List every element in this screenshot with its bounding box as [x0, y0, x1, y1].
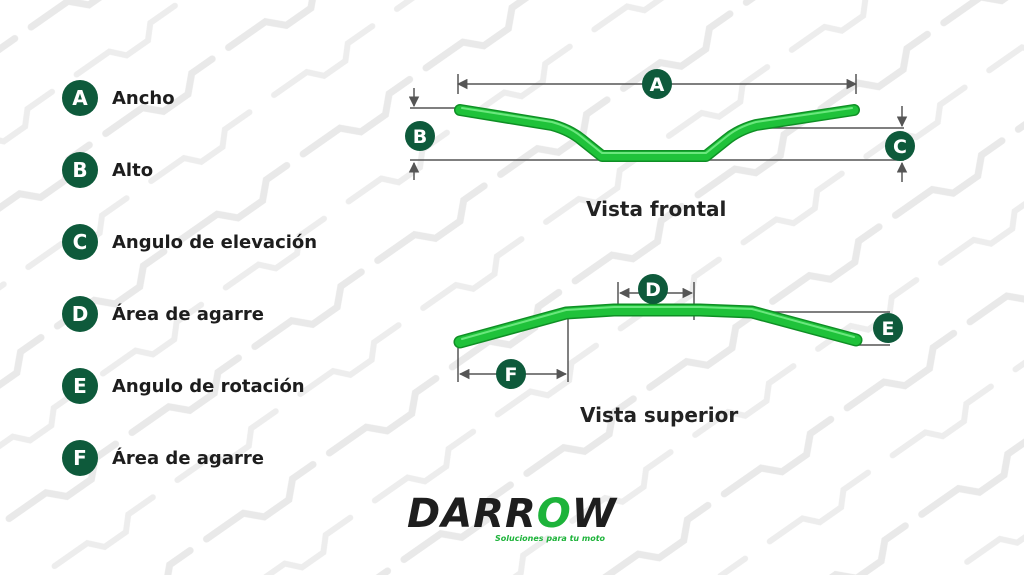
marker-b: B: [405, 121, 435, 151]
svg-text:A: A: [650, 74, 665, 96]
handlebar-front: [455, 105, 859, 161]
badge-a: A: [62, 80, 98, 116]
svg-text:B: B: [413, 126, 427, 148]
legend-item-a: A Ancho: [62, 78, 175, 118]
marker-a: A: [642, 69, 672, 99]
marker-d: D: [638, 274, 668, 304]
legend-label-c: Angulo de elevación: [112, 231, 318, 253]
legend-item-b: B Alto: [62, 150, 153, 190]
legend-item-d: D Área de agarre: [62, 294, 264, 334]
svg-text:E: E: [882, 318, 895, 340]
svg-text:F: F: [505, 364, 518, 386]
svg-text:D: D: [645, 279, 661, 301]
badge-b: B: [62, 152, 98, 188]
handlebar-top: [455, 305, 861, 347]
legend-label-b: Alto: [112, 159, 154, 181]
marker-e: E: [873, 313, 903, 343]
badge-c: C: [62, 224, 98, 260]
badge-e: E: [62, 368, 98, 404]
brand-name: DARROW: [407, 491, 617, 537]
svg-text:C: C: [893, 136, 907, 158]
brand-tagline: Soluciones para tu moto: [495, 534, 606, 543]
top-view-caption: Vista superior: [580, 403, 739, 427]
legend-label-d: Área de agarre: [112, 303, 264, 325]
brand-logo: DARROW Soluciones para tu moto: [407, 494, 617, 544]
legend-label-e: Angulo de rotación: [112, 375, 305, 397]
legend-item-f: F Área de agarre: [62, 438, 264, 478]
badge-f: F: [62, 440, 98, 476]
badge-d: D: [62, 296, 98, 332]
legend-label-f: Área de agarre: [112, 447, 264, 469]
legend-item-e: E Angulo de rotación: [62, 366, 305, 406]
legend-item-c: C Angulo de elevación: [62, 222, 317, 262]
legend-label-a: Ancho: [112, 87, 175, 109]
marker-c: C: [885, 131, 915, 161]
front-view-caption: Vista frontal: [586, 197, 727, 221]
front-view: A B C: [405, 69, 915, 182]
top-view: D E F: [453, 274, 903, 389]
marker-f: F: [496, 359, 526, 389]
